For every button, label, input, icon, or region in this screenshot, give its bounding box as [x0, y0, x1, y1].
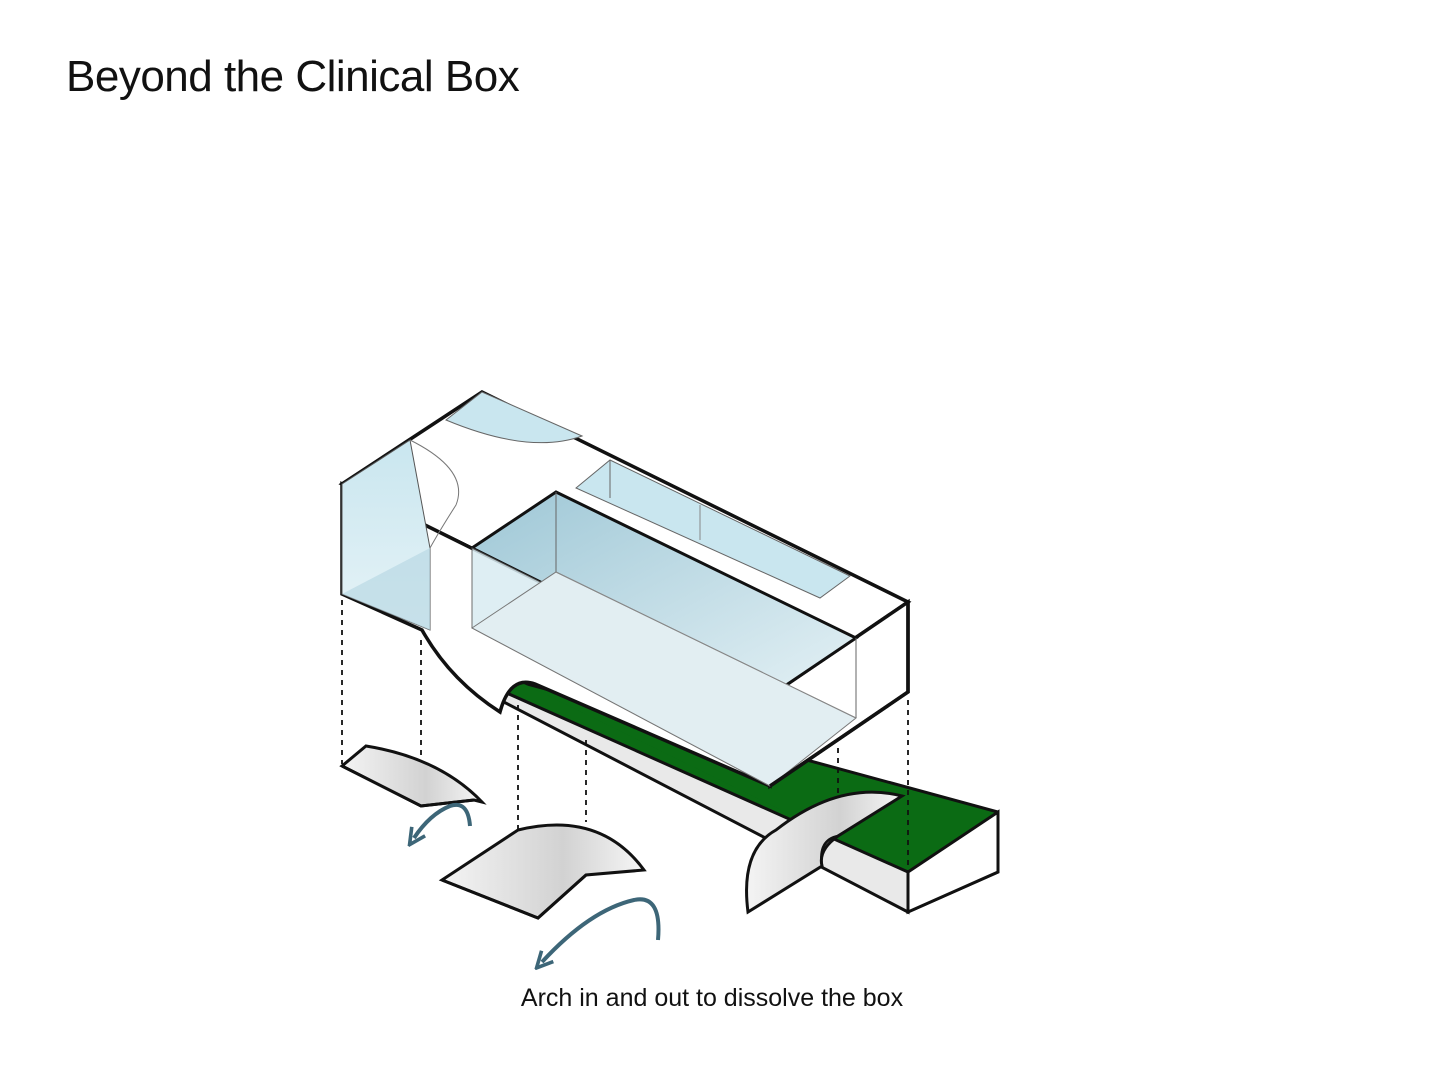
arch-piece-upright	[745, 790, 906, 915]
curved-arrow-small	[414, 803, 472, 838]
curved-arrow-large	[542, 897, 661, 962]
arch-piece-large	[438, 823, 647, 920]
slide-title: Beyond the Clinical Box	[66, 52, 520, 101]
building-volume	[338, 389, 912, 790]
diagram-caption: Arch in and out to dissolve the box	[520, 984, 904, 1012]
arch-piece-small	[339, 744, 487, 808]
